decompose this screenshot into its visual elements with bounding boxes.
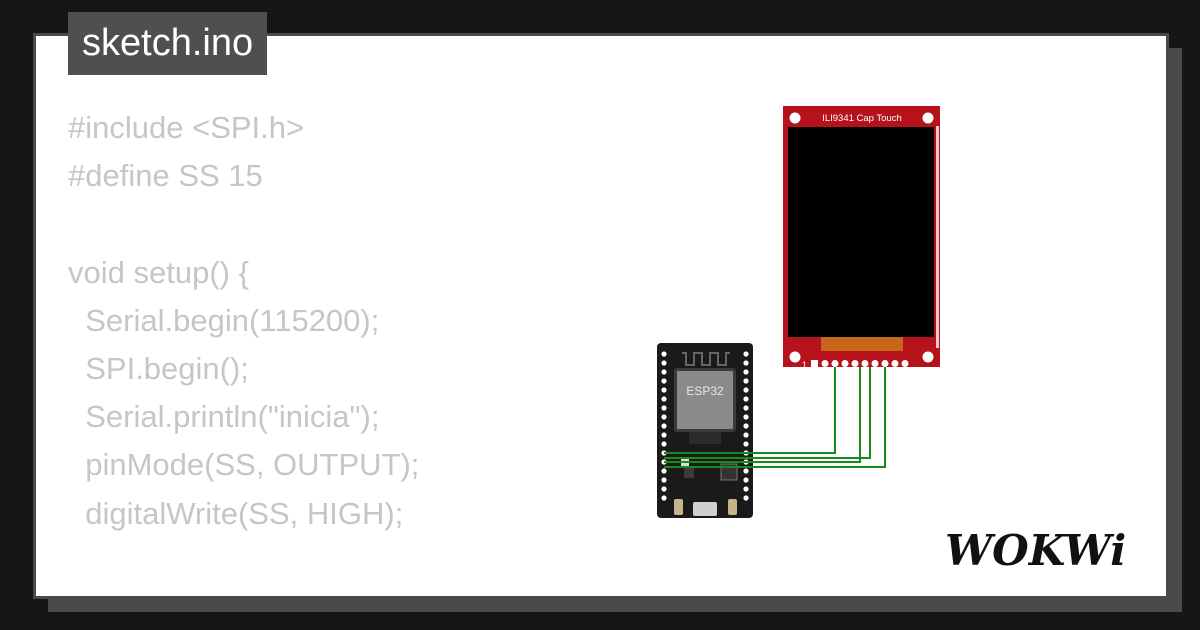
module-shield [677,371,733,429]
antenna-trace [682,352,730,366]
wire [664,367,886,468]
code-line: digitalWrite(SS, HIGH); [68,495,404,531]
code-preview: #include <SPI.h> #define SS 15 void setup(… [68,104,420,596]
code-line: #define SS 15 [68,158,263,194]
circuit-diagram: ILI9341 Cap Touch 1 [657,106,940,518]
code-line: SPI.begin(); [68,350,249,386]
display-flex-cable [821,337,903,351]
code-line: Serial.println("inicia"); [68,399,380,435]
code-line: pinMode(SS, OUTPUT); [68,447,420,483]
pin1-label: 1 [802,360,807,370]
preview-card: #include <SPI.h> #define SS 15 void setup(… [33,33,1169,599]
code-line: #include <SPI.h> [68,110,305,145]
boot-button[interactable] [728,499,737,515]
mount-hole [922,112,934,124]
code-line: } [68,586,419,596]
wokwi-logo: WOKWi [945,526,1126,575]
board-pins-right [743,351,749,501]
wokwi-wordmark: WOKWi [945,526,1126,575]
wires [664,367,886,468]
ili9341-display[interactable]: ILI9341 Cap Touch 1 [783,106,940,370]
wire [664,367,836,454]
board-pins-left [661,351,667,501]
display-pin-header [811,360,909,367]
file-name-tab: sketch.ino [68,12,268,75]
esp32-board[interactable]: ESP32 [657,343,753,518]
wire [664,367,871,459]
display-label: ILI9341 Cap Touch [822,113,902,124]
display-screen [788,127,934,337]
code-line: void setup() { [68,254,249,290]
mount-hole [922,351,934,363]
en-button[interactable] [674,499,683,515]
code-line: Serial.begin(115200); [68,302,380,338]
mount-hole [789,351,801,363]
wire [664,367,861,463]
mount-hole [789,112,801,124]
board-label: ESP32 [686,384,724,398]
usb-connector [693,502,717,516]
